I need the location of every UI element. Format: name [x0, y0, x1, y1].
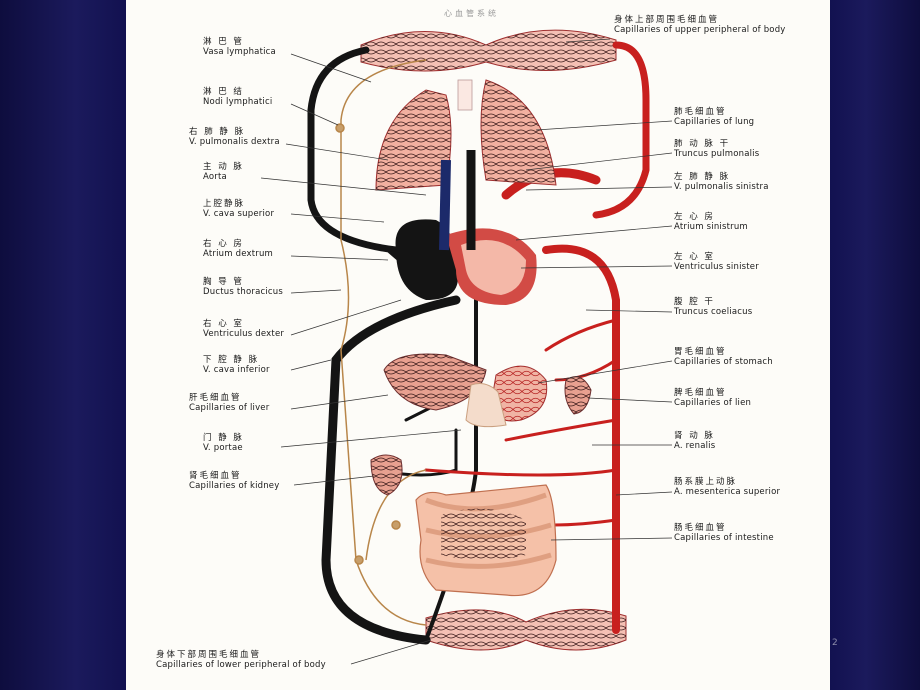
right-dark-band: [830, 0, 920, 690]
spleen: [564, 376, 592, 415]
heart: [395, 150, 537, 305]
page-number: 2: [832, 638, 838, 648]
left-dark-band: [0, 0, 126, 690]
kidney: [370, 454, 403, 496]
header-faint-text: 心血管系统: [444, 9, 499, 18]
intestine: [415, 484, 557, 597]
lower-capillary-bed: [425, 608, 627, 651]
liver: [383, 353, 487, 411]
lungs: [375, 79, 557, 191]
diagram-plate: 心血管系统: [126, 0, 830, 690]
stomach: [465, 365, 548, 428]
